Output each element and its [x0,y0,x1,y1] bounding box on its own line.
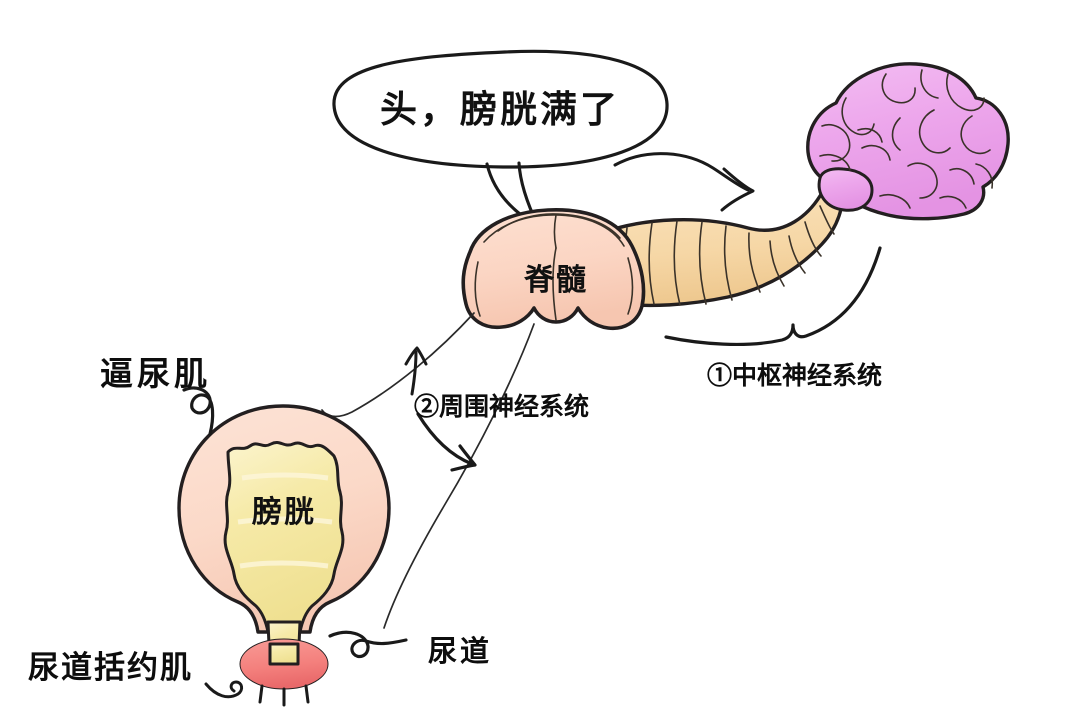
cns-brace-connector [664,246,882,346]
signal-arrow-head [720,167,755,212]
speech-bubble-body [332,49,669,169]
sphincter-label-text: 尿道括约肌 [28,650,193,686]
speech-bubble-text: 头，膀胱满了 [380,88,620,131]
detrusor-pointer: 逼尿肌 [100,354,215,436]
urethra-through-sphincter [268,642,300,666]
urethra-pointer: 尿道 [328,630,492,668]
bladder-label: 膀胱 [251,495,316,530]
detrusor-pointer-hook [182,386,215,436]
spinal-cord-label: 脊髓 [523,263,588,298]
nerve-efferent-line [383,323,535,629]
bladder-icon [223,440,345,634]
urethra-label-text: 尿道 [428,634,492,668]
urethra-pointer-hook [328,630,408,659]
brain-cerebellum [817,167,874,212]
signal-arrow-to-brain [613,152,755,212]
efferent-down-arrow [416,412,477,472]
sphincter-pointer-hook [204,680,244,699]
pns-label-text: ②周围神经系统 [414,392,589,421]
bladder-group: 膀胱 [177,404,391,707]
signal-arrow-shaft [613,152,750,192]
cns-label-text: ①中枢神经系统 [707,361,882,390]
urethral-sphincter-pointer: 尿道括约肌 [28,650,244,699]
annotation-peripheral-nervous-system: ②周围神经系统 [414,392,589,421]
spinal-cord-icon: 脊髓 [461,208,646,331]
detrusor-label-text: 逼尿肌 [100,354,211,393]
brain-icon [806,62,1010,221]
annotation-central-nervous-system: ①中枢神经系统 [664,246,882,390]
afferent-up-arrow [404,346,428,396]
